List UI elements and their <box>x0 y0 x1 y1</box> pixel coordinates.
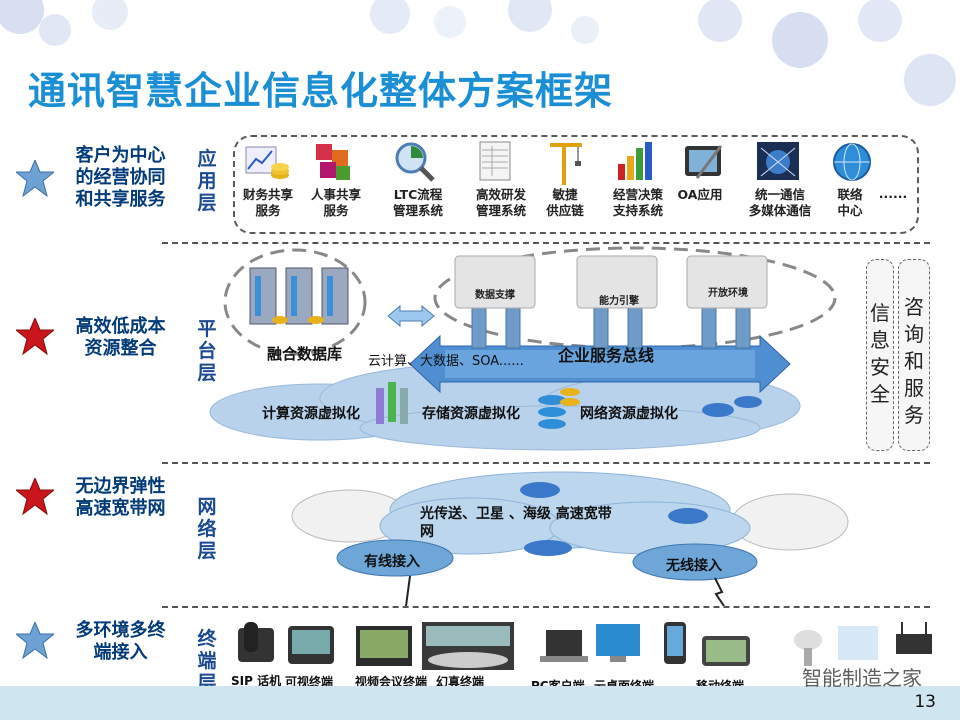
layer-title-terminal: 终端层 <box>197 628 217 694</box>
wireless-access-label: 无线接入 <box>666 558 722 574</box>
service-bus-label: 企业服务总线 <box>558 346 655 365</box>
side-label-network: 无边界弹性 高速宽带网 <box>75 476 166 519</box>
app-label-hr: 人事共享 服务 <box>310 187 361 218</box>
app-label-more: ...... <box>878 186 908 201</box>
layer-title-network: 网络层 <box>197 496 217 562</box>
app-label-uc: 统一通信 多媒体通信 <box>748 187 812 218</box>
db-label: 融合数据库 <box>267 345 343 363</box>
virt-compute: 计算资源虚拟化 <box>262 406 360 422</box>
app-label-ltc: LTC流程 管理系统 <box>392 187 443 218</box>
module-capability-engine: 能力引擎 <box>599 296 639 307</box>
network-backbone-label: 光传送、卫星 、海级 高速宽带 网 <box>420 506 612 540</box>
terminal-label-telepresence: 幻真终端 <box>436 675 485 689</box>
wired-access-label: 有线接入 <box>364 554 420 570</box>
layer-divider <box>162 606 930 608</box>
tablet-pen-icon <box>685 145 723 179</box>
decor-flower-left <box>0 0 128 46</box>
footer-bar <box>0 686 960 720</box>
star-icon <box>16 622 54 660</box>
cubes-icon <box>316 144 350 180</box>
terminal-label-video-conference: 视频会议终端 <box>355 675 428 689</box>
decor-flower-center <box>370 0 599 44</box>
chart-coins-icon <box>245 146 289 179</box>
page-title: 通讯智慧企业信息化整体方案框架 <box>28 69 614 113</box>
watermark: 智能制造之家 <box>802 666 922 690</box>
page-number: 13 <box>914 692 936 712</box>
document-table-icon <box>479 141 511 181</box>
side-label-terminal: 多环境多终 端接入 <box>75 620 166 663</box>
terminal-label-sip-phone: SIP 话机 <box>231 674 282 688</box>
layer-divider <box>162 242 930 244</box>
star-icon <box>16 318 54 356</box>
network-diagram <box>291 471 849 606</box>
magnifier-pie-icon <box>395 142 435 182</box>
layer-title-app: 应用层 <box>197 148 217 214</box>
decor-flower-right <box>698 0 956 106</box>
app-label-oa: OA应用 <box>677 187 723 202</box>
star-icon <box>16 160 54 198</box>
side-label-customer: 客户为中心 的经营协同 和共享服务 <box>75 145 166 210</box>
info-security-box: 信 息 安 全 <box>866 259 894 451</box>
crane-icon <box>550 143 582 185</box>
app-label-decision: 经营决策 支持系统 <box>612 187 663 218</box>
app-label-rd: 高效研发 管理系统 <box>475 187 526 218</box>
globe-network-icon <box>757 142 799 180</box>
layer-title-platform: 平台层 <box>197 318 217 384</box>
app-label-contact: 联络 中心 <box>837 187 863 218</box>
terminal-label-video-terminal: 可视终端 <box>285 675 334 689</box>
virt-network: 网络资源虚拟化 <box>580 406 678 422</box>
terminal-devices <box>238 622 932 670</box>
app-label-finance: 财务共享 服务 <box>242 187 293 218</box>
virt-storage: 存储资源虚拟化 <box>422 406 520 422</box>
app-label-supply-chain: 敏捷 供应链 <box>546 187 584 218</box>
globe-icon <box>833 143 871 181</box>
module-open-env: 开放环境 <box>708 288 748 299</box>
layer-divider <box>162 462 930 464</box>
module-data-support: 数据支撑 <box>475 290 515 301</box>
consulting-service-box: 咨 询 和 服 务 <box>898 259 930 451</box>
platform-diagram <box>209 246 837 451</box>
side-label-resource: 高效低成本 资源整合 <box>75 316 166 359</box>
bar-chart-icon <box>618 142 652 180</box>
cloud-tech-text: 云计算、大数据、SOA...... <box>368 354 524 369</box>
star-icon <box>16 478 54 516</box>
